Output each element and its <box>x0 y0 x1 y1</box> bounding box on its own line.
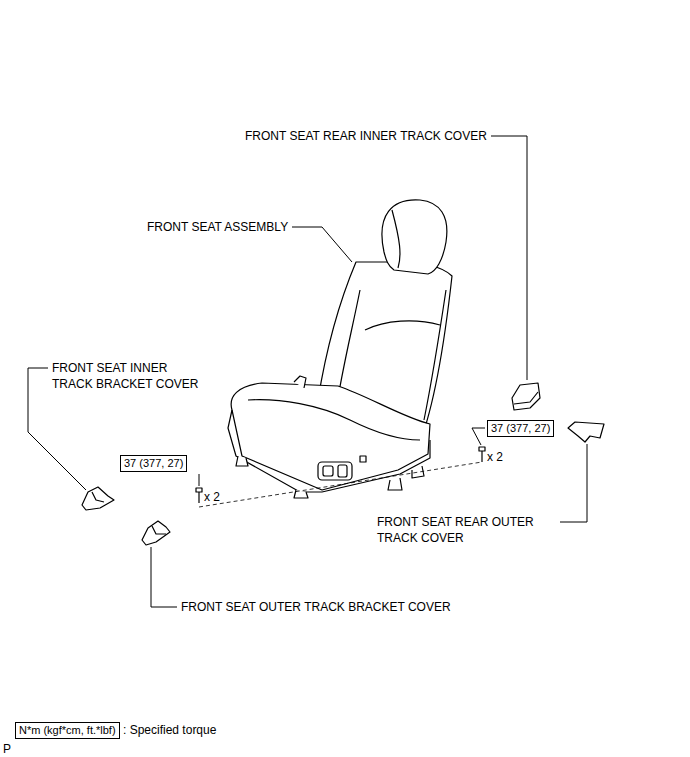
leader-line <box>151 547 177 607</box>
leader-line <box>491 136 527 380</box>
torque-value: N*m (kgf*cm, ft.*lbf) <box>19 723 116 738</box>
seat-back-seam <box>365 321 440 330</box>
leader-line <box>560 444 587 522</box>
bolt <box>198 492 199 503</box>
seat-switch-knob <box>338 465 347 477</box>
leader-line <box>199 474 200 486</box>
torque-box: 37 (377, 27) <box>120 455 187 472</box>
quantity: x 2 <box>204 489 220 505</box>
seat-lever <box>294 376 306 388</box>
cover-edge <box>514 392 538 404</box>
seat-side-panel <box>228 410 430 492</box>
part-name: FRONT SEAT REAR INNER TRACK COVER <box>245 128 487 144</box>
legend-text: : Specified torque <box>123 722 216 738</box>
bolt <box>481 451 482 462</box>
inner-track-bracket-cover <box>82 487 114 510</box>
leader-line <box>292 227 352 262</box>
part-name: FRONT SEAT ASSEMBLY <box>147 219 288 235</box>
bolt <box>196 488 202 492</box>
cushion-seam <box>248 400 420 440</box>
seat-switch-knob <box>323 466 333 476</box>
headrest-seam <box>392 210 400 268</box>
page-mark: P <box>3 741 11 757</box>
outer-track-bracket-cover <box>142 521 170 545</box>
part-name: FRONT SEAT OUTER TRACK BRACKET COVER <box>181 599 451 615</box>
torque-box: 37 (377, 27) <box>487 420 554 437</box>
seat-foot <box>388 478 402 490</box>
part-name: FRONT SEAT INNER TRACK BRACKET COVER <box>52 360 207 392</box>
torque-value: 37 (377, 27) <box>124 456 183 471</box>
mounting-line <box>199 462 482 507</box>
seat-foot <box>412 466 424 478</box>
quantity: x 2 <box>487 449 503 465</box>
bolt <box>479 447 485 451</box>
headrest <box>382 200 447 274</box>
seat-switch-small <box>360 456 366 462</box>
rear-inner-track-cover <box>512 383 540 410</box>
cover-edge <box>152 526 166 534</box>
legend-box: N*m (kgf*cm, ft.*lbf) <box>15 722 120 739</box>
seat-switch <box>318 462 352 480</box>
cover-edge <box>92 492 104 502</box>
leader-line <box>472 428 485 445</box>
seat-foot <box>236 456 248 466</box>
rear-outer-track-cover <box>568 422 604 442</box>
part-name: FRONT SEAT REAR OUTER TRACK COVER <box>377 514 562 546</box>
torque-value: 37 (377, 27) <box>491 421 550 436</box>
